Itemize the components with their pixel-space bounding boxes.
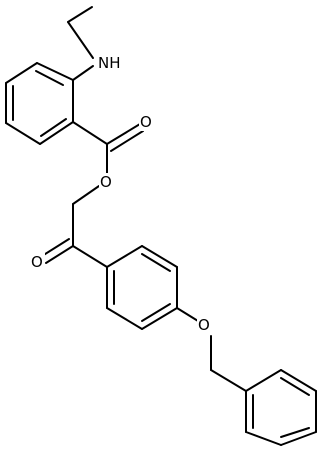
bond-carbonyl-o-double-2: [110, 130, 144, 152]
bond-ring2-inner-2: [141, 303, 171, 322]
bond-ring3-b: [280, 369, 317, 392]
bond-ketone-aryl: [72, 245, 108, 268]
ester-o-label: O: [100, 173, 112, 191]
atom-labels: NH O O O O: [30, 54, 212, 334]
bond-ch2-phenyl: [210, 369, 247, 392]
ketone-o-label-bg: [30, 253, 45, 271]
nh-label: NH: [98, 54, 121, 72]
bond-ch3-ch2: [67, 6, 93, 23]
bond-ester-o-ch2: [72, 185, 100, 205]
bond-ring1-b: [5, 62, 38, 84]
ester-carbonyl-o-label-bg: [139, 113, 154, 131]
ester-o-label-bg: [99, 173, 114, 191]
bond-ring2-inner-1: [141, 253, 171, 272]
bond-n-aryl: [72, 65, 94, 81]
bond-ketone-o-double-1: [45, 245, 74, 264]
bond-ring1-inner-1: [35, 70, 64, 86]
ester-carbonyl-o-label: O: [140, 113, 152, 131]
bond-ring1-d: [5, 122, 41, 145]
bond-ring1-a: [36, 62, 74, 81]
bond-ketone-o-double-2: [41, 238, 70, 257]
bond-ch2-n: [67, 21, 94, 59]
bond-ring1-inner-3: [40, 118, 67, 137]
bonds: [5, 6, 317, 446]
bond-carbonyl-o-double-1: [106, 123, 141, 145]
bond-ring2-b: [141, 245, 178, 268]
ether-o-label-bg: [197, 316, 212, 334]
bond-ring3-a: [245, 369, 282, 392]
bond-ring3-d: [280, 431, 317, 446]
bond-ring3-inner-2: [280, 427, 310, 438]
bond-ring2-d: [141, 307, 178, 330]
ketone-o-label: O: [31, 253, 43, 271]
nh-label-bg: [96, 54, 126, 72]
bond-aryl-ether-o: [176, 307, 199, 322]
bond-ring2-e: [106, 307, 143, 330]
bond-ring1-e: [39, 121, 74, 145]
bond-aryl-carbonyl: [72, 121, 108, 145]
bond-ring2-a: [106, 245, 143, 268]
bond-ring3-e: [245, 431, 282, 446]
bond-ring3-inner-1: [280, 377, 310, 396]
ether-o-label: O: [198, 316, 210, 334]
